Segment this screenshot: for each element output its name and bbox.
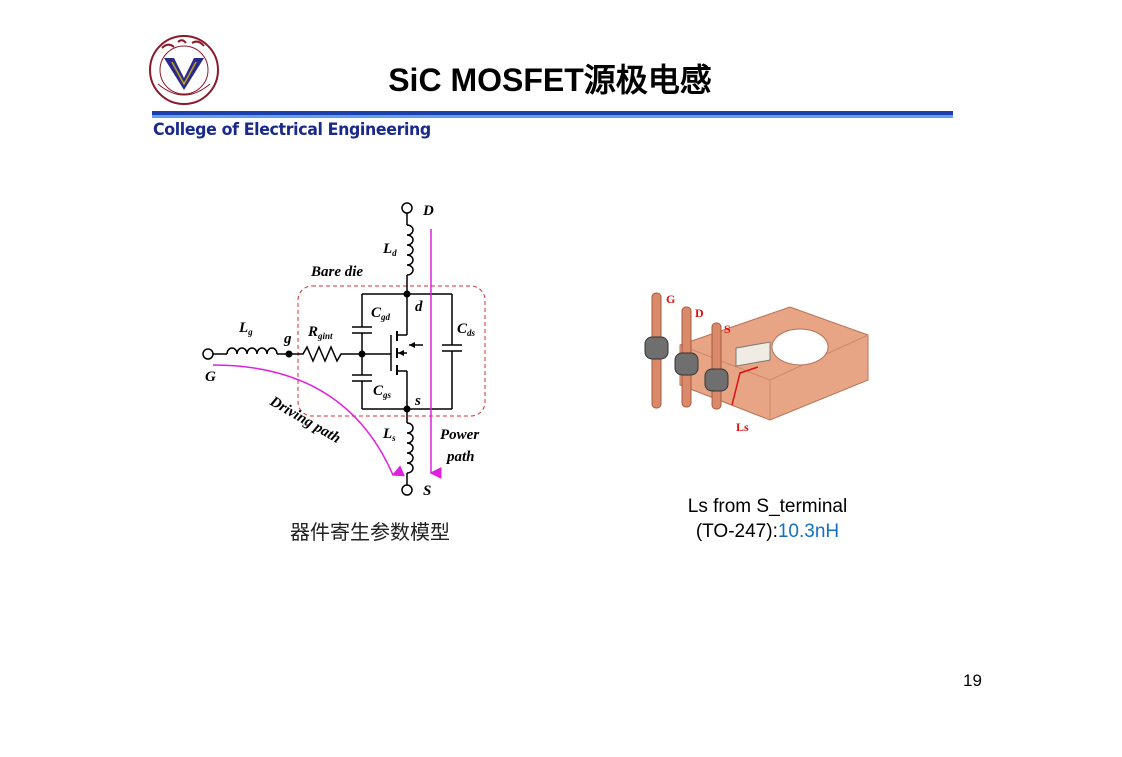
label-Lg: Lg [238, 320, 253, 337]
to247-package-illustration: G D S Ls [644, 292, 869, 434]
driving-path-arrow [212, 364, 406, 477]
ls-caption-prefix: (TO-247): [695, 521, 778, 542]
bare-die-box [297, 285, 486, 417]
inductor-Ls [406, 422, 414, 474]
label-D: D [422, 203, 434, 219]
inductor-Ld [406, 224, 414, 276]
label-Ls: Ls [382, 426, 396, 443]
pin-label-G: G [666, 292, 675, 306]
label-d-node: d [415, 299, 423, 315]
terminal-D [401, 202, 413, 214]
ls-caption-line2: (TO-247):10.3nH [660, 519, 875, 544]
terminal-G [202, 348, 214, 360]
ls-label: Ls [736, 420, 749, 434]
inductor-Lg [226, 347, 278, 355]
label-power-path-2: path [445, 449, 475, 465]
header-rule-dark [152, 111, 953, 115]
label-Cds: Cds [457, 321, 476, 338]
ls-red-path [731, 366, 759, 406]
label-S: S [423, 483, 431, 499]
label-Cgs: Cgs [373, 383, 392, 400]
ls-caption-line1: Ls from S_terminal [687, 496, 848, 517]
slide-title: SiC MOSFET源极电感 [388, 62, 712, 98]
label-G: G [205, 369, 216, 385]
pin-S [711, 322, 722, 410]
label-bare-die: Bare die [310, 264, 363, 280]
page-number: 19 [963, 671, 982, 690]
label-Rgint: Rgint [307, 324, 333, 341]
pin-label-D: D [695, 306, 704, 320]
label-driving-path: Driving path [266, 393, 343, 447]
ls-caption-value: 10.3nH [777, 521, 840, 542]
ls-caption: Ls from S_terminal (TO-247):10.3nH [660, 494, 875, 544]
college-name: College of Electrical Engineering [153, 120, 431, 140]
pin-label-S: S [724, 322, 731, 336]
header-rule-light [152, 115, 953, 118]
mounting-hole [771, 328, 829, 366]
label-Ld: Ld [382, 241, 397, 258]
terminal-S [401, 484, 413, 496]
label-power-path-1: Power [440, 427, 479, 443]
label-Cgd: Cgd [371, 305, 391, 322]
label-s-node: s [414, 393, 421, 409]
label-g-node: g [283, 331, 292, 347]
resistor-Rgint [289, 345, 362, 363]
university-logo [149, 35, 219, 105]
circuit-caption: 器件寄生参数模型 [290, 520, 450, 544]
parasitic-circuit-diagram: D Ld Bare die d Cgd Cds Lg g Rgint G Cgs… [202, 202, 486, 499]
